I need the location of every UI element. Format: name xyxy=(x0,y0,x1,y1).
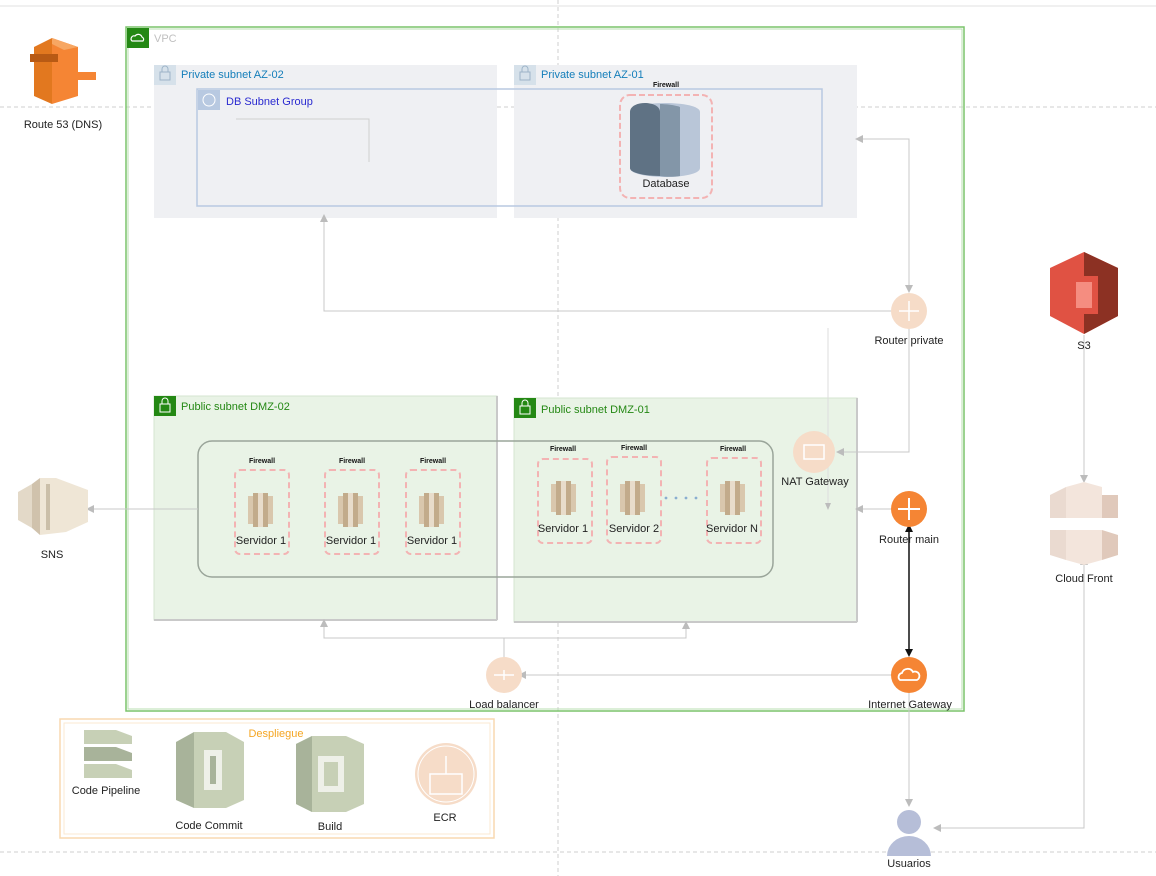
despliegue-title: Despliegue xyxy=(248,728,304,740)
server-label: Servidor N xyxy=(706,523,758,535)
lock-icon-az02 xyxy=(154,65,176,85)
db-group-icon xyxy=(198,90,220,110)
lock-icon-dmz01 xyxy=(514,398,536,418)
db-subnet-group-box xyxy=(196,88,823,207)
server-label: Servidor 1 xyxy=(406,535,458,547)
server-label: Servidor 2 xyxy=(608,523,660,535)
firewall-box xyxy=(324,469,380,555)
internet-gateway-icon xyxy=(891,657,927,693)
server-icons xyxy=(248,481,745,527)
firewall-label: Firewall xyxy=(620,445,648,452)
code-commit-icon xyxy=(176,732,244,808)
firewall-box xyxy=(606,456,662,544)
cloudfront-label: Cloud Front xyxy=(1055,573,1113,585)
firewall-label: Firewall xyxy=(549,446,577,453)
firewall-box xyxy=(405,469,461,555)
vpc-border-inner xyxy=(127,28,963,710)
private-subnet-az02-label: Private subnet AZ-02 xyxy=(181,69,284,81)
server-icon xyxy=(419,493,444,527)
firewall-box xyxy=(706,457,762,544)
s3-label: S3 xyxy=(1077,340,1091,352)
public-subnet-dmz01-label: Public subnet DMZ-01 xyxy=(541,404,650,416)
firewall-label: Firewall xyxy=(248,458,276,465)
server-icon xyxy=(338,493,363,527)
nat-gateway-label: NAT Gateway xyxy=(781,476,849,488)
server-icon xyxy=(551,481,576,515)
ecr-icon xyxy=(415,743,477,805)
ecr-label: ECR xyxy=(433,812,457,824)
cloudfront-icon xyxy=(1050,482,1118,565)
server-label: Servidor 1 xyxy=(537,523,589,535)
nat-gateway-icon xyxy=(793,431,835,473)
internet-gateway-label: Internet Gateway xyxy=(868,699,952,711)
build-icon xyxy=(296,736,364,812)
firewall-label: Firewall xyxy=(419,458,447,465)
server-icon xyxy=(620,481,645,515)
route53-icon xyxy=(30,38,96,104)
private-subnet-az02-area xyxy=(154,65,497,218)
db-subnet-group-label: DB Subnet Group xyxy=(226,96,313,108)
server-icon xyxy=(720,481,745,515)
firewall-box xyxy=(234,469,290,555)
public-subnet-dmz02-label: Public subnet DMZ-02 xyxy=(181,401,290,413)
code-pipeline-label: Code Pipeline xyxy=(71,785,141,797)
code-pipeline-icon xyxy=(84,730,132,778)
server-ellipsis xyxy=(664,496,698,500)
route53-label: Route 53 (DNS) xyxy=(23,119,103,131)
vpc-tag xyxy=(127,28,149,48)
db-inner-connector xyxy=(236,118,370,162)
despliegue-box xyxy=(59,718,495,839)
database-firewall-label: Firewall xyxy=(652,82,680,89)
lock-icon-dmz02 xyxy=(154,396,176,416)
vpc-label: VPC xyxy=(154,33,177,45)
sns-icon xyxy=(18,478,88,535)
firewall-label: Firewall xyxy=(719,446,747,453)
lock-icon-az01 xyxy=(514,65,536,85)
s3-icon xyxy=(1050,252,1118,334)
firewall-label: Firewall xyxy=(338,458,366,465)
server-label: Servidor 1 xyxy=(325,535,377,547)
usuarios-icon xyxy=(887,810,931,856)
server-icon xyxy=(248,493,273,527)
router-private-label: Router private xyxy=(874,335,944,347)
database-label: Database xyxy=(642,178,690,190)
private-subnet-az01-label: Private subnet AZ-01 xyxy=(541,69,644,81)
code-commit-label: Code Commit xyxy=(175,820,243,832)
usuarios-label: Usuarios xyxy=(887,858,931,870)
database-icon xyxy=(619,94,713,199)
build-label: Build xyxy=(317,821,343,833)
vpc-border xyxy=(125,26,965,712)
load-balancer-label: Load balancer xyxy=(469,699,539,711)
sns-label: SNS xyxy=(40,549,64,561)
firewall-box xyxy=(537,458,593,544)
router-main-label: Router main xyxy=(879,534,939,546)
server-label: Servidor 1 xyxy=(235,535,287,547)
